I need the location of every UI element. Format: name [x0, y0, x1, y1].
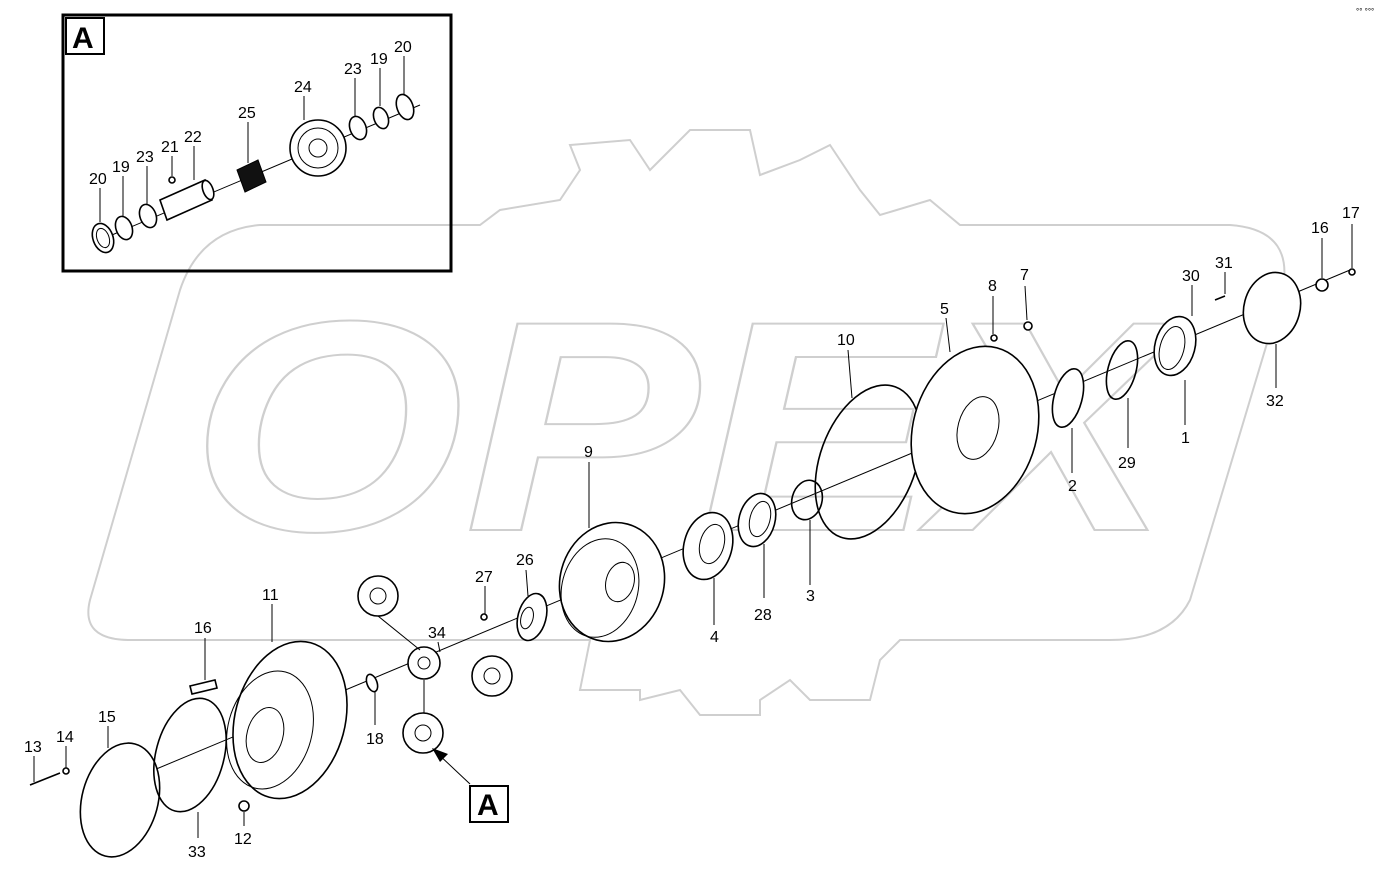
detail-ref-a: A: [432, 748, 509, 823]
callouts: 1 2 3 4 5 7 8 9 10 11 12 13 14 15 16 16 …: [24, 205, 1360, 861]
detail-box-letter: A: [72, 22, 94, 55]
callout-16-upper: 16: [1311, 220, 1329, 237]
callout-a22: 22: [184, 129, 202, 146]
part-15-cover: [79, 742, 161, 858]
callout-13: 13: [24, 739, 42, 756]
callout-9: 9: [584, 444, 593, 461]
callout-a25: 25: [238, 105, 256, 122]
callout-33: 33: [188, 844, 206, 861]
callout-3: 3: [806, 588, 815, 605]
corner-mark: °° °°°: [1356, 7, 1374, 16]
detail-box-a: A 20 19 23 21 22: [61, 13, 453, 273]
callout-30: 30: [1182, 268, 1200, 285]
callout-7: 7: [1020, 267, 1029, 284]
callout-34: 34: [428, 625, 446, 642]
callout-a20-left: 20: [89, 171, 107, 188]
callout-4: 4: [710, 629, 719, 646]
callout-15: 15: [98, 709, 116, 726]
callout-a19-left: 19: [112, 159, 130, 176]
callout-a21: 21: [161, 139, 179, 156]
callout-a23-left: 23: [136, 149, 154, 166]
callout-a19-right: 19: [370, 51, 388, 68]
callout-32: 32: [1266, 393, 1284, 410]
callout-31: 31: [1215, 255, 1233, 272]
callout-26: 26: [516, 552, 534, 569]
callout-11: 11: [262, 587, 279, 604]
watermark: OPEX: [87, 129, 1286, 716]
callout-18: 18: [366, 731, 384, 748]
callout-2: 2: [1068, 478, 1077, 495]
callout-8: 8: [988, 278, 997, 295]
part-5-hub: [910, 345, 1040, 515]
callout-29: 29: [1118, 455, 1136, 472]
callout-28: 28: [754, 607, 772, 624]
callout-a23-right: 23: [344, 61, 362, 78]
part-11-carrier: [226, 640, 348, 800]
part-9-ring-gear: [558, 521, 666, 643]
callout-5: 5: [940, 301, 949, 318]
callout-16-lower: 16: [194, 620, 212, 637]
callout-10: 10: [837, 332, 855, 349]
callout-17: 17: [1342, 205, 1360, 222]
callout-27: 27: [475, 569, 493, 586]
callout-a24: 24: [294, 79, 312, 96]
callout-14: 14: [56, 729, 74, 746]
callout-12: 12: [234, 831, 252, 848]
detail-ref-letter: A: [477, 789, 499, 822]
callout-a20-right: 20: [394, 39, 412, 56]
callout-1: 1: [1181, 430, 1190, 447]
